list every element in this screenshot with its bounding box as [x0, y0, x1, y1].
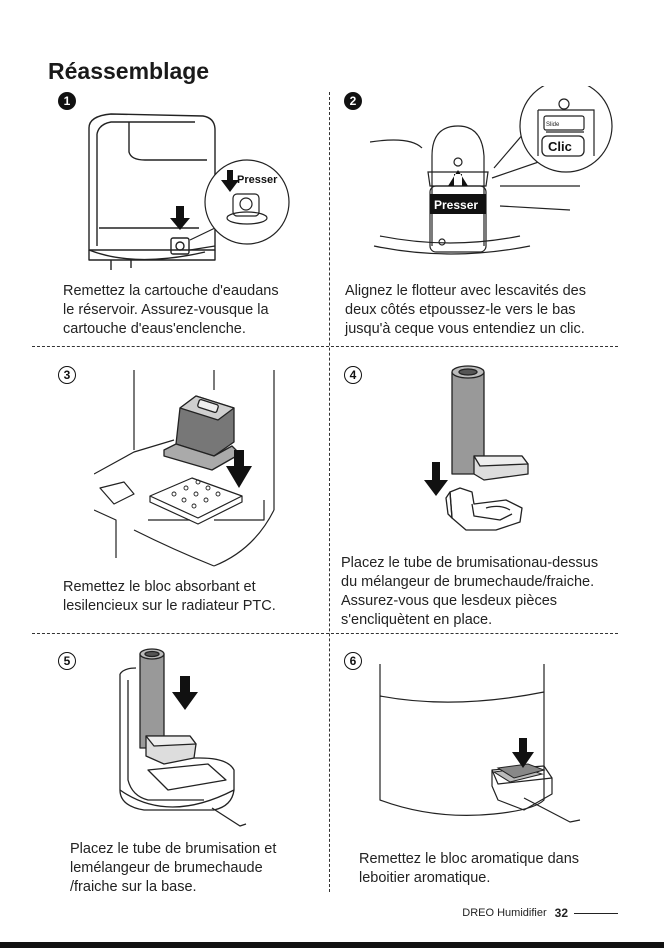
row-divider-2	[32, 633, 618, 634]
page-title: Réassemblage	[48, 58, 210, 84]
step-6-number: 6	[344, 652, 362, 670]
column-divider	[329, 92, 330, 892]
row-divider-1	[32, 346, 618, 347]
footer-brand: DREO Humidifier	[462, 907, 547, 919]
step-6-line: Remettez le bloc aromatique dans	[359, 851, 580, 867]
step-6-text: Remettez le bloc aromatique dans leboiti…	[359, 850, 579, 888]
step-1-illustration: Presser	[88, 113, 290, 270]
footer-rule	[574, 912, 618, 914]
step-6-line: leboitier aromatique.	[359, 870, 491, 886]
step-1-line: cartouche d'eaus'enclenche.	[63, 321, 246, 337]
step-1-line: le réservoir. Assurez-vousque la	[63, 302, 269, 318]
step-2-text: Alignez le flotteur avec lescavités des …	[345, 282, 586, 339]
step-2-illustration: Slide Clic Presser	[370, 86, 613, 255]
step-5-line: /fraiche sur la base.	[70, 879, 197, 895]
step-5-line: Placez le tube de brumisation et	[70, 841, 277, 857]
step-5-illustration	[119, 648, 247, 827]
step-2-number: 2	[344, 92, 362, 110]
step-2-line: jusqu'à ceque vous entendiez un clic.	[345, 321, 585, 337]
page-footer: DREO Humidifier 32	[462, 906, 618, 920]
step-3-line: Remettez le bloc absorbant et	[63, 579, 256, 595]
bottom-bar	[0, 942, 664, 948]
step-1-line: Remettez la cartouche d'eaudans	[63, 283, 279, 299]
step-1-number: 1	[58, 92, 76, 110]
step-4-number: 4	[344, 366, 362, 384]
page-number: 32	[554, 906, 568, 920]
step-1-text: Remettez la cartouche d'eaudans le réser…	[63, 282, 279, 339]
step-5-text: Placez le tube de brumisation et lemélan…	[70, 840, 276, 897]
step-3-illustration	[94, 370, 275, 567]
step-4-illustration	[424, 365, 529, 531]
step-4-line: du mélangeur de brumechaude/fraiche.	[341, 574, 595, 590]
step-2-line: Alignez le flotteur avec lescavités des	[345, 283, 586, 299]
step-5-line: lemélangeur de brumechaude	[70, 860, 263, 876]
step-4-line: Assurez-vous que lesdeux pièces	[341, 593, 558, 609]
step-2-label-clic: Clic	[548, 139, 572, 154]
step-4-line: s'encliquètent en place.	[341, 612, 493, 628]
step-1-label-presser: Presser	[237, 174, 278, 186]
step-5-number: 5	[58, 652, 76, 670]
step-2-label-presser: Presser	[434, 198, 478, 212]
step-2-line: deux côtés etpoussez-le vers le bas	[345, 302, 576, 318]
step-6-illustration	[379, 664, 581, 823]
step-3-text: Remettez le bloc absorbant et lesilencie…	[63, 578, 276, 616]
step-3-line: lesilencieux sur le radiateur PTC.	[63, 598, 276, 614]
step-2-label-slide: Slide	[546, 122, 560, 128]
step-4-text: Placez le tube de brumisationau-dessus d…	[341, 554, 598, 630]
step-4-line: Placez le tube de brumisationau-dessus	[341, 555, 599, 571]
step-3-number: 3	[58, 366, 76, 384]
